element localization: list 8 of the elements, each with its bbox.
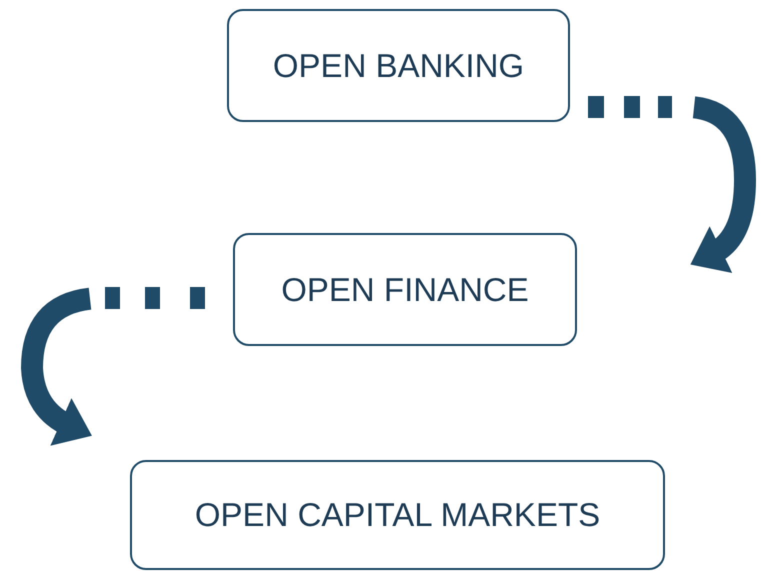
stage-label: OPEN BANKING bbox=[272, 46, 524, 84]
curved-arrow bbox=[21, 287, 205, 445]
stage-box bbox=[233, 233, 577, 346]
stage-box bbox=[130, 460, 665, 570]
stage-label: OPEN FINANCE bbox=[281, 270, 529, 308]
curved-arrow bbox=[588, 96, 756, 272]
stage-label: OPEN CAPITAL MARKETS bbox=[194, 496, 600, 534]
stage-box bbox=[227, 9, 570, 122]
